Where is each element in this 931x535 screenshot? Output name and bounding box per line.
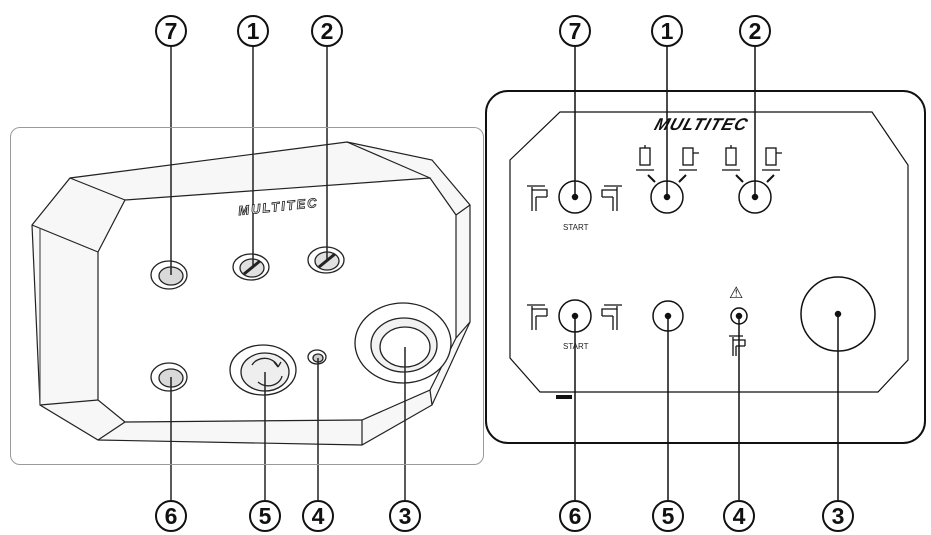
photo-leader-lines <box>170 47 406 500</box>
callout-5-photo: 5 <box>249 500 281 532</box>
start-label-7: START <box>563 223 589 232</box>
callout-1-photo: 1 <box>237 15 269 47</box>
warning-icon: ⚠ <box>729 283 744 302</box>
machine-icon-2a <box>722 145 740 171</box>
callout-4-photo: 4 <box>302 500 334 532</box>
photo-emergency-stop-5 <box>229 344 297 396</box>
callout-7-schematic: 7 <box>559 15 591 47</box>
callout-7-photo: 7 <box>155 15 187 47</box>
machine-icon-1b <box>679 147 699 171</box>
schematic-frame <box>485 90 926 444</box>
callout-3-schematic: 3 <box>822 500 854 532</box>
small-mark-icon <box>556 395 572 399</box>
machine-icon-2b <box>762 147 782 171</box>
lift-down-icon-right-7 <box>601 185 622 211</box>
callout-4-schematic: 4 <box>723 500 755 532</box>
photo-indicator-4 <box>307 349 327 365</box>
schematic-leader-lines <box>574 47 839 500</box>
photo-selector-2 <box>307 246 345 274</box>
schematic-panel-outline <box>509 111 909 393</box>
lift-down-icon-right-6 <box>601 304 622 330</box>
machine-icon-4 <box>729 335 746 356</box>
callout-6-photo: 6 <box>155 500 187 532</box>
selector-position-ticks <box>647 174 775 183</box>
callout-3-photo: 3 <box>389 500 421 532</box>
photo-selector-1 <box>232 253 270 281</box>
callout-6-schematic: 6 <box>559 500 591 532</box>
callout-1-schematic: 1 <box>651 15 683 47</box>
brand-logo-schematic: MULTITEC <box>652 115 751 134</box>
lift-up-icon-left-7 <box>527 185 548 211</box>
photo-button-7 <box>150 260 188 290</box>
callout-5-schematic: 5 <box>652 500 684 532</box>
lift-up-icon-left-6 <box>527 304 548 330</box>
photo-large-button-3 <box>354 302 452 384</box>
callout-2-photo: 2 <box>311 15 343 47</box>
start-label-6: START <box>563 342 589 351</box>
machine-icon-1a <box>636 145 654 171</box>
photo-button-6 <box>150 362 188 392</box>
callout-2-schematic: 2 <box>739 15 771 47</box>
